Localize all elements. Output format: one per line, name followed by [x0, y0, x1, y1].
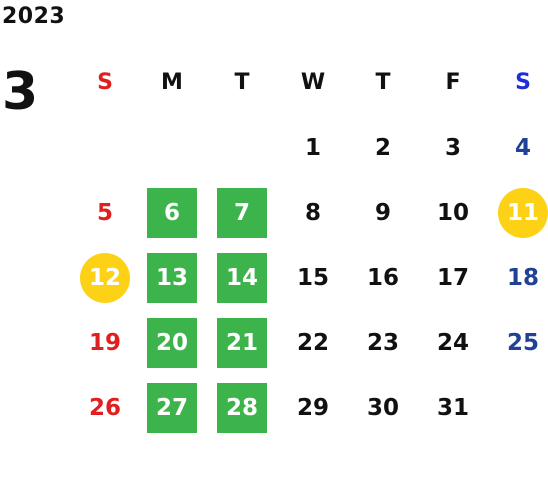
- day-cell: 9: [374, 199, 391, 226]
- empty-day-cell: [137, 115, 207, 180]
- week-row-1: 1 2 3 4: [70, 115, 548, 180]
- empty-day-cell: [207, 115, 277, 180]
- day-cell: 4: [514, 134, 531, 161]
- empty-day-cell: [488, 375, 548, 440]
- highlighted-day-green: 20: [137, 310, 207, 375]
- day-cell: 8: [304, 199, 321, 226]
- week-row-4: 19 20 21 22 23 24 25: [70, 310, 548, 375]
- day-cell: 2: [374, 134, 391, 161]
- highlighted-day-yellow: 11: [488, 180, 548, 245]
- weekday-header-fri: F: [445, 70, 461, 95]
- highlighted-day-green: 27: [137, 375, 207, 440]
- week-row-3: 12 13 14 15 16 17 18: [70, 245, 548, 310]
- week-row-2: 5 6 7 8 9 10 11: [70, 180, 548, 245]
- day-cell: 30: [366, 394, 399, 421]
- day-cell: 17: [436, 264, 469, 291]
- day-cell: 26: [88, 394, 121, 421]
- day-cell: 1: [304, 134, 321, 161]
- weekday-header-tue: T: [234, 70, 250, 95]
- day-cell: 31: [436, 394, 469, 421]
- weekday-header-sun: S: [97, 70, 113, 95]
- highlighted-day-green: 28: [207, 375, 277, 440]
- day-cell: 16: [366, 264, 399, 291]
- weekday-header-row: S M T W T F S: [70, 50, 548, 115]
- weekday-header-sat: S: [515, 70, 531, 95]
- day-cell: 15: [296, 264, 329, 291]
- highlighted-day-green: 14: [207, 245, 277, 310]
- weekday-header-mon: M: [161, 70, 183, 95]
- day-cell: 22: [296, 329, 329, 356]
- highlighted-day-green: 6: [137, 180, 207, 245]
- day-cell: 29: [296, 394, 329, 421]
- highlighted-day-yellow: 12: [70, 245, 140, 310]
- highlighted-day-green: 7: [207, 180, 277, 245]
- day-cell: 19: [88, 329, 121, 356]
- weekday-header-thu: T: [375, 70, 391, 95]
- day-cell: 25: [506, 329, 539, 356]
- day-cell: 18: [506, 264, 539, 291]
- day-cell: 23: [366, 329, 399, 356]
- highlighted-day-green: 13: [137, 245, 207, 310]
- calendar-grid: S M T W T F S 1 2 3 4 5 6 7 8 9 10 11 12…: [70, 50, 548, 440]
- highlighted-day-green: 21: [207, 310, 277, 375]
- day-cell: 10: [436, 199, 469, 226]
- empty-day-cell: [70, 115, 140, 180]
- weekday-header-wed: W: [300, 70, 326, 95]
- day-cell: 5: [96, 199, 113, 226]
- month-number: 3: [2, 62, 39, 122]
- week-row-5: 26 27 28 29 30 31: [70, 375, 548, 440]
- day-cell: 24: [436, 329, 469, 356]
- year-label: 2023: [2, 4, 66, 29]
- day-cell: 3: [444, 134, 461, 161]
